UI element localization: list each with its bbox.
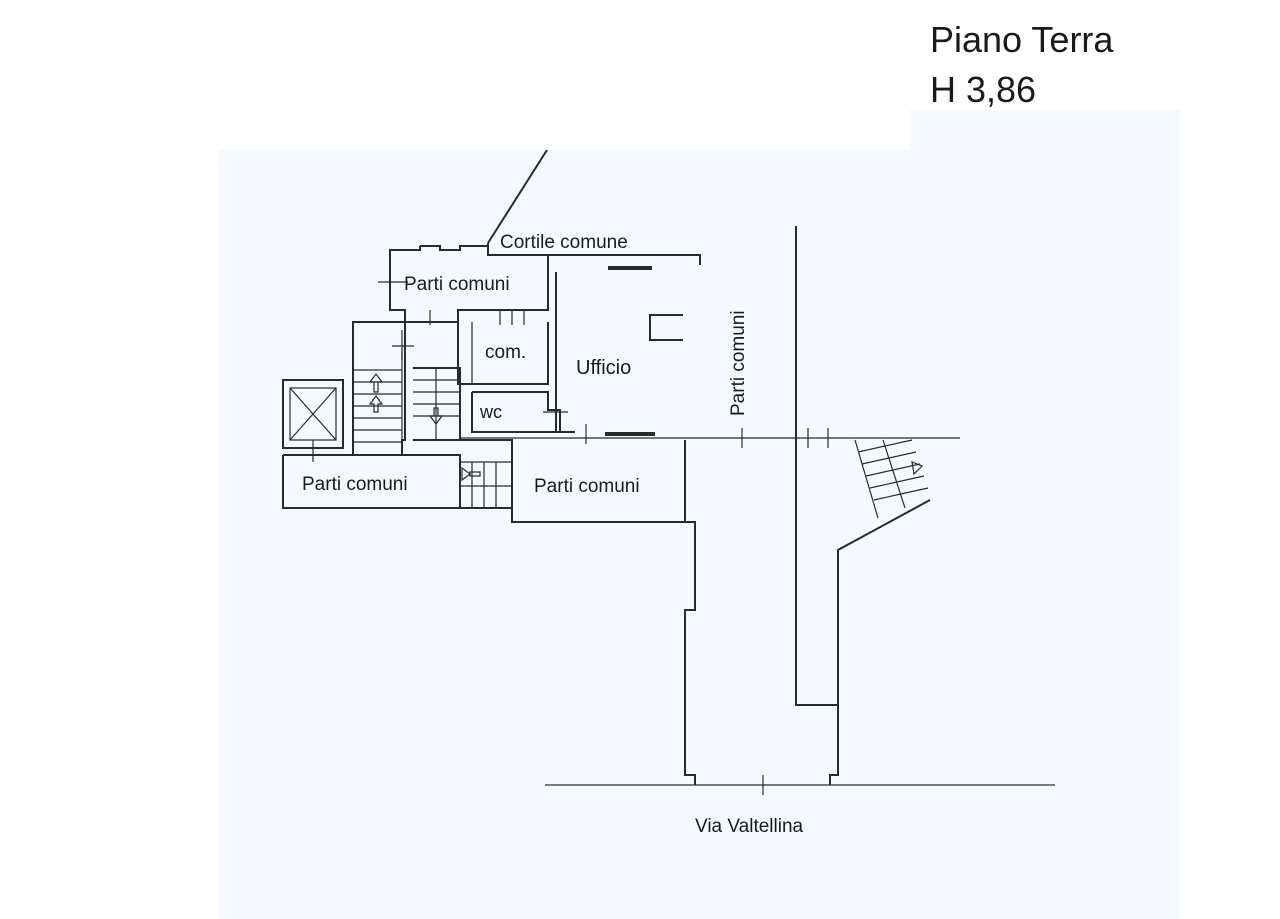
left-arrow-icon bbox=[461, 466, 481, 482]
courtyard-boundary bbox=[487, 149, 548, 244]
floor-title: Piano Terra bbox=[930, 19, 1114, 60]
label-cortile-comune: Cortile comune bbox=[500, 232, 628, 253]
wc-room-walls bbox=[471, 391, 561, 433]
label-parti-comuni-top: Parti comuni bbox=[404, 274, 510, 295]
label-wc: wc bbox=[479, 402, 502, 422]
corridor-left-wall bbox=[684, 521, 696, 785]
label-parti-comuni-center: Parti comuni bbox=[534, 476, 640, 497]
label-com: com. bbox=[485, 342, 526, 363]
lift-cross-2 bbox=[289, 387, 337, 441]
label-via-valtellina: Via Valtellina bbox=[695, 816, 804, 837]
right-stair-arrow-icon bbox=[911, 461, 924, 476]
center-common-walls bbox=[511, 440, 686, 523]
up-arrow-icon bbox=[368, 373, 384, 393]
stair-treads-mid bbox=[413, 368, 460, 440]
label-parti-comuni-vertical: Parti comuni bbox=[728, 310, 749, 416]
office-walls bbox=[555, 272, 575, 433]
entrance-stair-treads bbox=[460, 461, 512, 508]
paper-background bbox=[218, 150, 1180, 919]
right-stair-treads bbox=[857, 439, 929, 509]
label-parti-comuni-left: Parti comuni bbox=[302, 474, 408, 495]
label-ufficio: Ufficio bbox=[576, 357, 631, 379]
stair-treads-left bbox=[353, 369, 402, 443]
floor-height: H 3,86 bbox=[930, 69, 1037, 110]
right-stair-outline bbox=[837, 499, 931, 705]
right-stair-edge bbox=[854, 439, 879, 519]
up-arrow-icon-2 bbox=[368, 395, 384, 413]
paper-background-right bbox=[910, 110, 1180, 170]
corridor-right-wall bbox=[795, 226, 839, 785]
office-notch bbox=[649, 314, 683, 341]
down-arrow-icon bbox=[428, 407, 444, 425]
com-room-walls bbox=[457, 322, 549, 385]
